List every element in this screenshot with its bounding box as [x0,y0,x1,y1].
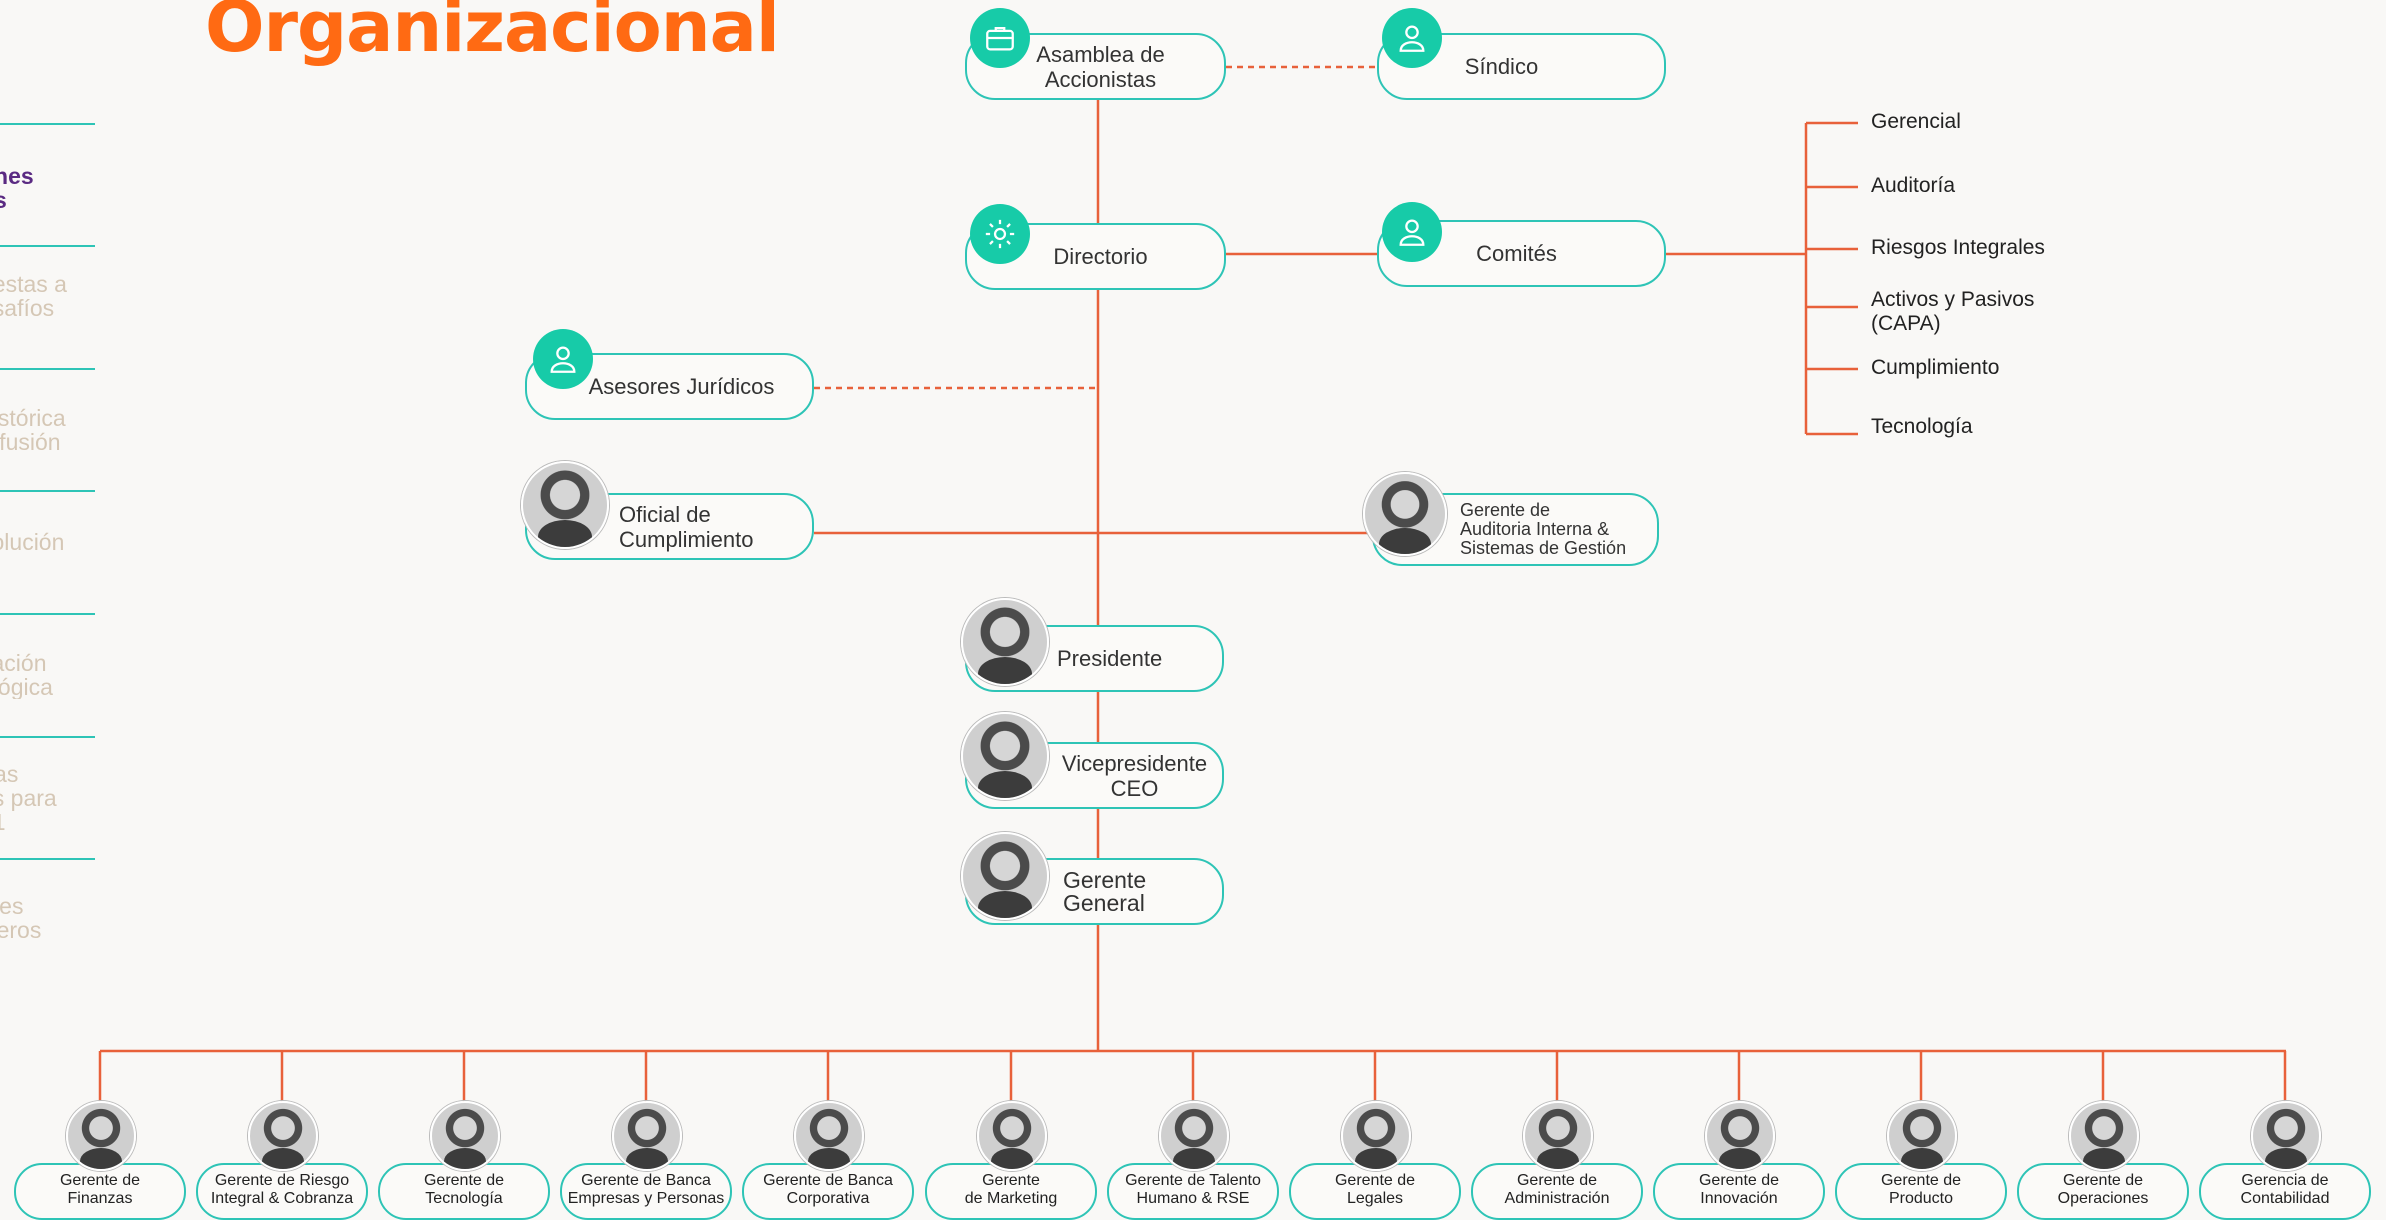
manager-box: Gerente de Innovación [1653,1163,1825,1220]
page-title: Organizacional [205,0,780,68]
person-icon [533,329,593,389]
sidebar-divider [0,490,95,492]
committee-item: Auditoría [1871,174,1956,197]
person-photo [977,1101,1047,1171]
manager-box: Gerente de Tecnología [378,1163,550,1220]
person-photo [1159,1101,1229,1171]
sidebar-item-5[interactable]: tras as para 21 [0,762,57,834]
committee-item: Cumplimiento [1871,356,2000,379]
sidebar-item-6[interactable]: mes cieros [0,894,42,942]
sidebar-divider [0,613,95,615]
sidebar-divider [0,736,95,738]
person-icon [1382,8,1442,68]
committee-item: Activos y Pasivos (CAPA) [1871,288,2035,335]
person-photo [521,461,609,549]
committee-item: Riesgos Integrales [1871,236,2045,259]
manager-box: Gerente de Banca Corporativa [742,1163,914,1220]
person-photo [1341,1101,1411,1171]
person-photo [1887,1101,1957,1171]
sidebar-divider [0,123,95,125]
person-photo [2251,1101,2321,1171]
committee-item: Tecnología [1871,415,1973,438]
person-photo [248,1101,318,1171]
manager-box: Gerente de Administración [1471,1163,1643,1220]
person-photo [430,1101,500,1171]
manager-box: Gerente de Marketing [925,1163,1097,1220]
sidebar-item-0[interactable]: ones os [0,164,34,212]
person-photo [66,1101,136,1171]
person-photo [1705,1101,1775,1171]
node-auditoria: Gerente de Auditoria Interna & Sistemas … [1372,493,1659,566]
manager-box: Gerencia de Contabilidad [2199,1163,2371,1220]
person-photo [1363,472,1447,556]
sidebar-item-4[interactable]: vación ológica [0,651,53,699]
manager-box: Gerente de Finanzas [14,1163,186,1220]
briefcase-icon [970,8,1030,68]
person-photo [2069,1101,2139,1171]
manager-box: Gerente de Banca Empresas y Personas [560,1163,732,1220]
manager-box: Gerente de Legales [1289,1163,1461,1220]
sidebar-divider [0,245,95,247]
committee-item: Gerencial [1871,110,1961,133]
person-photo [794,1101,864,1171]
sidebar-item-2[interactable]: nistórica e fusión [0,406,66,454]
manager-box: Gerente de Operaciones [2017,1163,2189,1220]
manager-box: Gerente de Riesgo Integral & Cobranza [196,1163,368,1220]
person-photo [1523,1101,1593,1171]
manager-box: Gerente de Producto [1835,1163,2007,1220]
person-photo [961,832,1049,920]
person-icon [1382,202,1442,262]
sidebar-item-3[interactable]: volución [0,530,65,554]
person-photo [961,712,1049,800]
manager-box: Gerente de Talento Humano & RSE [1107,1163,1279,1220]
person-photo [612,1101,682,1171]
person-photo [961,598,1049,686]
sidebar-divider [0,368,95,370]
sidebar-item-1[interactable]: uestas a esafíos ) [0,272,67,321]
sidebar-divider [0,858,95,860]
gear-icon [970,204,1030,264]
